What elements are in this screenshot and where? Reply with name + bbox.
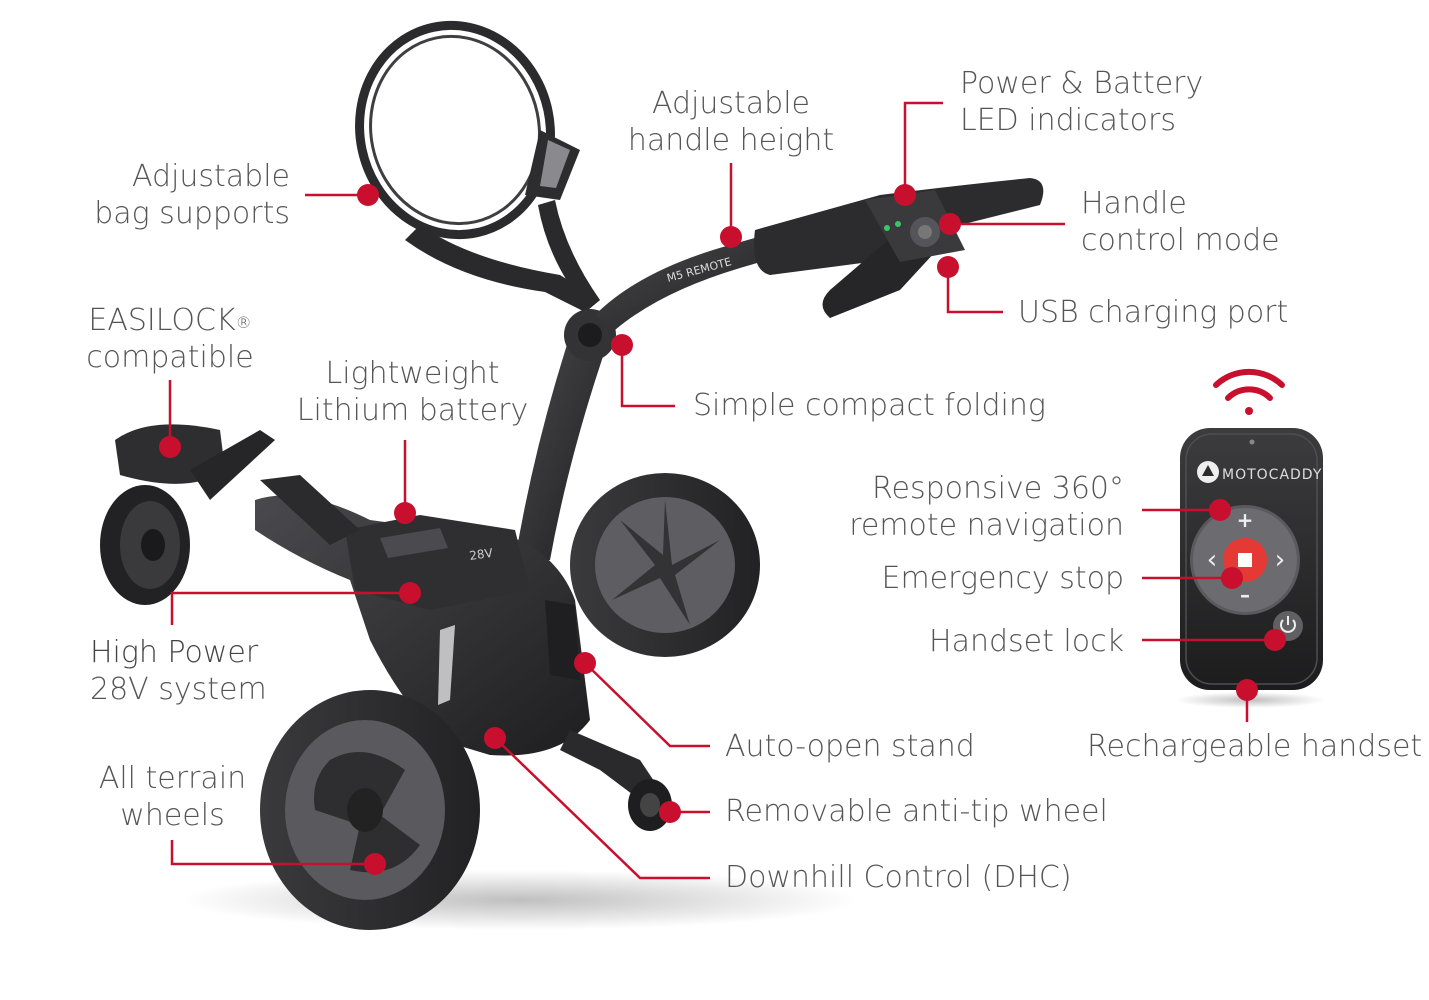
easilock-name: EASILOCK [88,303,236,338]
label-line: Lightweight [325,356,500,391]
label-line: Rechargeable handset [1087,729,1423,764]
remote-minus: – [1240,583,1250,607]
marker-easilock [159,436,181,458]
label-battery: Lightweight Lithium battery [295,355,530,429]
leader-downhill [494,737,710,880]
marker-emergency [1221,567,1243,589]
label-line: EASILOCK® [70,302,270,339]
label-line: 28V system [90,672,267,707]
label-line: control mode [1081,223,1280,258]
bag-support-ring [355,20,580,240]
label-rechargeable: Rechargeable handset [1087,728,1422,765]
label-line: USB charging port [1018,295,1289,330]
marker-bag-supports [357,184,379,206]
bag-support-arms [405,225,600,312]
marker-rechargeable [1236,679,1258,701]
front-wheel [100,485,190,605]
label-line: Downhill Control (DHC) [725,860,1072,895]
leader-led [903,101,943,195]
power-icon [1280,619,1296,633]
label-line: Adjustable [652,86,810,121]
label-downhill: Downhill Control (DHC) [725,859,1072,896]
label-usb-port: USB charging port [1018,294,1288,331]
label-led-indicators: Power & Battery LED indicators [960,65,1203,139]
label-line: Adjustable [132,159,290,194]
marker-downhill [484,727,506,749]
rear-right-wheel [570,473,760,657]
registered-mark: ® [235,313,252,332]
label-line: Emergency stop [881,561,1125,596]
leader-usb [946,267,1003,314]
marker-anti-tip [659,801,681,823]
marker-led [894,184,916,206]
leader-auto-stand [584,662,710,748]
marker-high-power [399,582,421,604]
rear-left-wheel [260,690,480,930]
leader-high-power [170,591,410,625]
auto-open-stand [545,600,580,680]
label-emergency-stop: Emergency stop [882,560,1125,597]
label-line: handle height [627,123,835,158]
label-line: compatible [86,340,254,375]
remote-right: › [1275,545,1285,575]
label-handle-control: Handle control mode [1081,185,1280,259]
label-easilock: EASILOCK® compatible [70,302,270,376]
marker-handset-lock [1264,629,1286,651]
label-line: All terrain [98,761,247,796]
label-handset-lock: Handset lock [929,623,1124,660]
stop-icon [1238,553,1252,567]
leader-folding [620,345,675,408]
label-line: Removable anti-tip wheel [725,794,1108,829]
label-line: wheels [120,798,225,833]
label-line: Responsive 360° [872,471,1124,506]
wifi-signal-icon [1213,368,1285,415]
marker-usb [937,256,959,278]
label-line: Lithium battery [296,393,529,428]
main-column [515,320,612,560]
front-arm [260,475,360,545]
label-handle-height: Adjustable handle height [620,85,842,159]
remote-handset: MOTOCADDY + – ‹ › [1175,428,1325,708]
label-line: bag supports [94,196,290,231]
remote-left: ‹ [1207,545,1217,575]
label-terrain-wheels: All terrain wheels [85,760,260,834]
label-line: Auto-open stand [725,729,975,764]
label-line: High Power [90,635,259,670]
label-folding: Simple compact folding [693,387,1046,424]
battery-badge: 28V [468,546,494,563]
label-remote-nav: Responsive 360° remote navigation [849,470,1124,544]
callout-leaders [168,101,1275,880]
marker-folding [611,334,633,356]
callout-markers [159,184,1286,875]
marker-handle-height [720,226,742,248]
marker-terrain [364,853,386,875]
remote-plus: + [1237,508,1254,532]
label-line: LED indicators [960,103,1176,138]
label-high-power: High Power 28V system [90,634,267,708]
handle-unit [754,178,1044,318]
label-line: Simple compact folding [693,388,1046,423]
label-line: Handset lock [929,624,1124,659]
marker-remote-nav [1209,499,1231,521]
label-bag-supports: Adjustable bag supports [94,158,290,232]
remote-brand: MOTOCADDY [1222,467,1322,483]
label-line: Handle [1081,186,1187,221]
leader-terrain [170,840,375,866]
label-anti-tip: Removable anti-tip wheel [725,793,1108,830]
marker-battery [394,502,416,524]
label-line: Power & Battery [960,66,1204,101]
label-line: remote navigation [849,508,1124,543]
marker-handle-control [939,213,961,235]
marker-auto-stand [574,652,596,674]
label-auto-stand: Auto-open stand [725,728,975,765]
